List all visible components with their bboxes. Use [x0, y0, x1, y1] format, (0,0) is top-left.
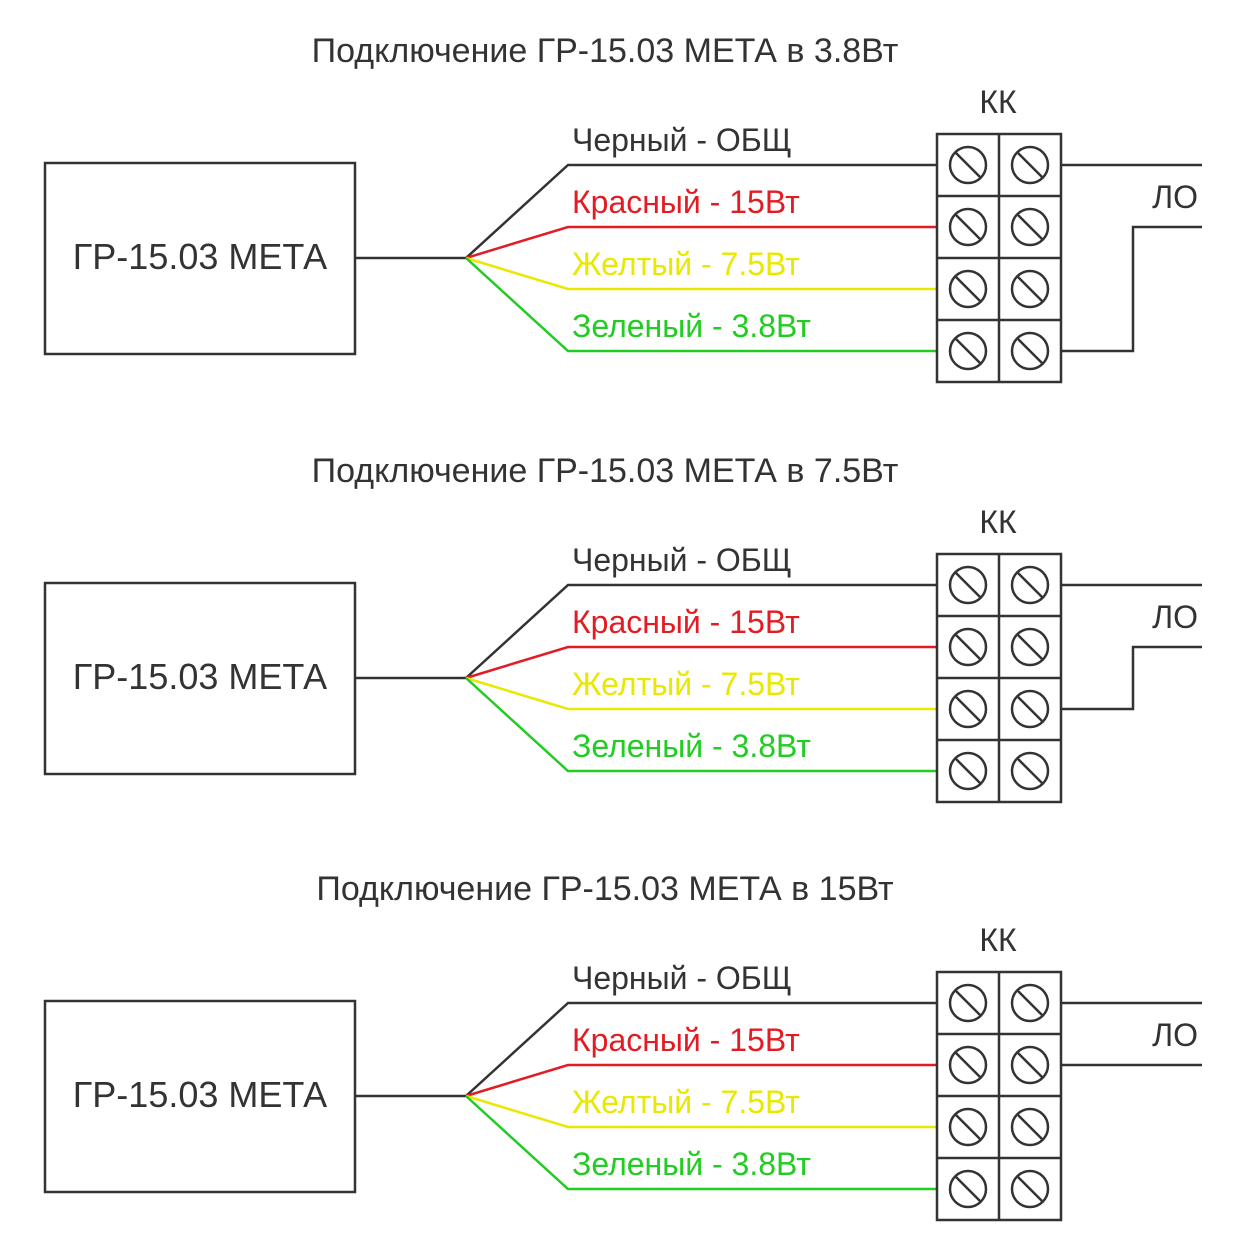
screw-icon: [1010, 1107, 1050, 1147]
screw-icon: [1010, 983, 1050, 1023]
wire-black: [465, 1001, 937, 1097]
line-wire-b: [1061, 645, 1202, 711]
terminal-label: КК: [979, 84, 1017, 120]
screw-icon: [1010, 207, 1050, 247]
wire-label-green: Зеленый - 3.8Вт: [572, 1146, 811, 1182]
wire-label-black: Черный - ОБЩ: [572, 960, 792, 996]
screw-icon: [1010, 1169, 1050, 1209]
wiring-panel: Подключение ГР-15.03 МЕТА в 7.5ВтГР-15.0…: [43, 452, 1202, 804]
wire-red: [465, 225, 937, 260]
screw-icon: [948, 1107, 988, 1147]
wire-label-red: Красный - 15Вт: [572, 184, 800, 220]
line-wire-b: [1061, 225, 1202, 353]
terminal-label: КК: [979, 504, 1017, 540]
wire-label-red: Красный - 15Вт: [572, 604, 800, 640]
screw-icon: [1010, 627, 1050, 667]
screw-icon: [1010, 145, 1050, 185]
screw-icon: [948, 331, 988, 371]
screw-icon: [948, 1045, 988, 1085]
wiring-panel: Подключение ГР-15.03 МЕТА в 15ВтГР-15.03…: [43, 870, 1202, 1222]
terminal-label: КК: [979, 922, 1017, 958]
wire-red: [465, 645, 937, 680]
screw-icon: [948, 565, 988, 605]
wire-label-red: Красный - 15Вт: [572, 1022, 800, 1058]
screw-icon: [948, 627, 988, 667]
screw-icon: [1010, 751, 1050, 791]
wire-green: [465, 677, 937, 773]
wire-yellow: [465, 256, 937, 291]
wire-label-yellow: Желтый - 7.5Вт: [572, 1084, 800, 1120]
screw-icon: [1010, 565, 1050, 605]
device-label: ГР-15.03 МЕТА: [73, 236, 327, 277]
wire-label-yellow: Желтый - 7.5Вт: [572, 666, 800, 702]
screw-icon: [948, 751, 988, 791]
line-label: ЛО: [1152, 599, 1198, 635]
screw-icon: [948, 1169, 988, 1209]
wire-label-yellow: Желтый - 7.5Вт: [572, 246, 800, 282]
screw-icon: [1010, 689, 1050, 729]
device-box: [43, 999, 357, 1194]
wire-label-black: Черный - ОБЩ: [572, 542, 792, 578]
wire-label-green: Зеленый - 3.8Вт: [572, 308, 811, 344]
screw-icon: [948, 689, 988, 729]
line-label: ЛО: [1152, 1017, 1198, 1053]
device-box: [43, 161, 357, 356]
wire-yellow: [465, 676, 937, 711]
wire-yellow: [465, 1094, 937, 1129]
wire-label-green: Зеленый - 3.8Вт: [572, 728, 811, 764]
screw-icon: [948, 145, 988, 185]
wire-label-black: Черный - ОБЩ: [572, 122, 792, 158]
wire-black: [465, 583, 937, 679]
panel-title: Подключение ГР-15.03 МЕТА в 15Вт: [316, 870, 893, 908]
device-label: ГР-15.03 МЕТА: [73, 656, 327, 697]
screw-icon: [1010, 331, 1050, 371]
screw-icon: [948, 269, 988, 309]
wire-red: [465, 1063, 937, 1098]
device-box: [43, 581, 357, 776]
screw-icon: [948, 983, 988, 1023]
panel-title: Подключение ГР-15.03 МЕТА в 3.8Вт: [312, 32, 899, 70]
wire-green: [465, 257, 937, 353]
screw-icon: [1010, 269, 1050, 309]
device-label: ГР-15.03 МЕТА: [73, 1074, 327, 1115]
panel-title: Подключение ГР-15.03 МЕТА в 7.5Вт: [312, 452, 899, 490]
line-label: ЛО: [1152, 179, 1198, 215]
wiring-panel: Подключение ГР-15.03 МЕТА в 3.8ВтГР-15.0…: [43, 32, 1202, 384]
wire-green: [465, 1095, 937, 1191]
screw-icon: [948, 207, 988, 247]
screw-icon: [1010, 1045, 1050, 1085]
wire-black: [465, 163, 937, 259]
